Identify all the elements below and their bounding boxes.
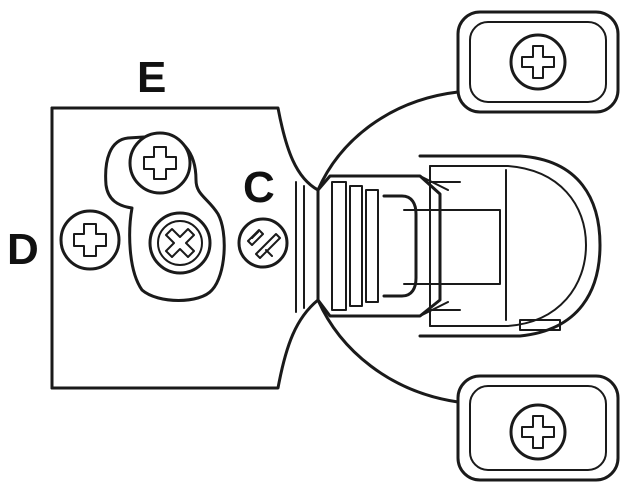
label-c: C	[243, 163, 275, 212]
center-rivet-screw	[148, 211, 212, 275]
top-plate-screw	[509, 33, 567, 91]
adjustment-bracket	[104, 134, 226, 302]
hinge-cup-outline	[316, 90, 460, 404]
label-d: D	[7, 225, 39, 274]
hinge-arm-plate	[50, 106, 320, 390]
screw-c	[237, 217, 289, 269]
label-e: E	[137, 53, 167, 102]
screw-d	[59, 209, 121, 271]
top-mounting-plate	[456, 10, 620, 114]
bottom-plate-screw	[509, 403, 567, 461]
screw-e	[128, 131, 192, 195]
bottom-mounting-plate	[456, 374, 620, 482]
hinge-cup-body	[418, 154, 602, 338]
hinge-linkage	[316, 174, 501, 318]
